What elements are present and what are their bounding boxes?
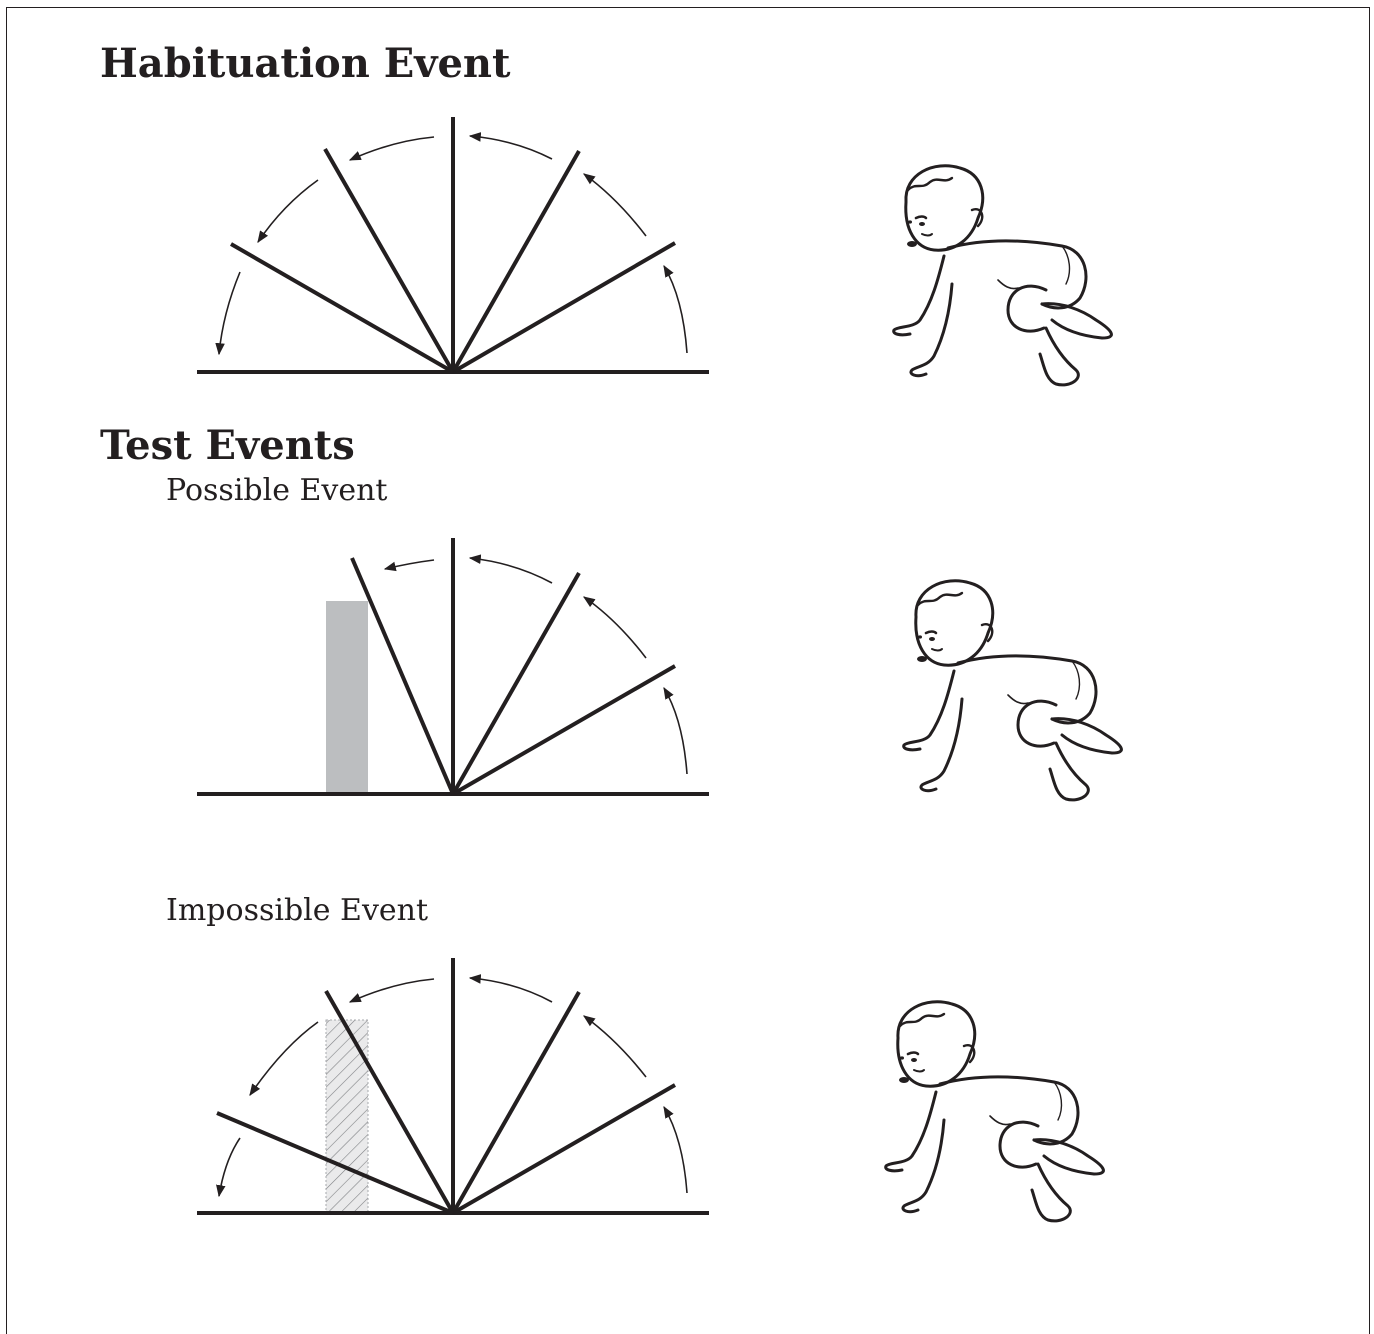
rotation-arrow-icon xyxy=(583,173,647,237)
possible-event-label: Possible Event xyxy=(166,473,388,508)
impossible-event-label: Impossible Event xyxy=(166,893,429,928)
rotation-arrow-icon xyxy=(468,974,553,1003)
crawling-infant-icon xyxy=(902,579,1123,802)
test-events-title: Test Events xyxy=(100,422,355,469)
screen-position-60 xyxy=(451,991,581,1214)
rotation-arrow-icon xyxy=(216,1137,241,1198)
impossible-screen-positions xyxy=(216,958,676,1215)
rotation-arrow-icon xyxy=(348,978,435,1003)
screen-position-30 xyxy=(451,241,677,374)
figure-frame xyxy=(6,7,1370,1334)
box-icon xyxy=(326,601,368,794)
rotation-arrow-icon xyxy=(249,1021,319,1096)
rotation-arrow-icon xyxy=(257,179,319,243)
rotation-arrow-icon xyxy=(468,554,553,584)
rotation-arrow-icon xyxy=(215,271,241,356)
rotation-arrow-icon xyxy=(583,596,647,659)
habituation-title: Habituation Event xyxy=(100,40,511,87)
habituation-rotation-arrows xyxy=(215,132,688,356)
possible-screen-positions xyxy=(350,538,676,796)
rotation-arrow-icon xyxy=(663,264,688,354)
possible-rotation-arrows xyxy=(383,554,688,775)
screen-position-60 xyxy=(451,572,581,795)
screen-position-30 xyxy=(452,1083,676,1215)
screen-position-120 xyxy=(324,990,455,1214)
rotation-arrow-icon xyxy=(583,1015,647,1078)
screen-position-30 xyxy=(452,664,676,796)
rotation-arrow-icon xyxy=(468,132,553,160)
rotation-arrow-icon xyxy=(663,1105,688,1194)
screen-position-120 xyxy=(323,148,455,373)
screen-position-stopped xyxy=(350,557,455,795)
screen-position-150 xyxy=(216,1111,454,1215)
habituation-screen-positions xyxy=(230,117,677,374)
crawling-infant-icon xyxy=(884,1000,1105,1223)
crawling-infant-icon xyxy=(892,164,1113,387)
screen-position-60 xyxy=(451,150,581,373)
rotation-arrow-icon xyxy=(663,686,688,775)
box-hatch xyxy=(325,1019,369,1214)
rotation-arrow-icon xyxy=(383,559,435,572)
impossible-rotation-arrows xyxy=(216,974,688,1198)
rotation-arrow-icon xyxy=(348,136,435,161)
screen-position-150 xyxy=(230,242,454,374)
